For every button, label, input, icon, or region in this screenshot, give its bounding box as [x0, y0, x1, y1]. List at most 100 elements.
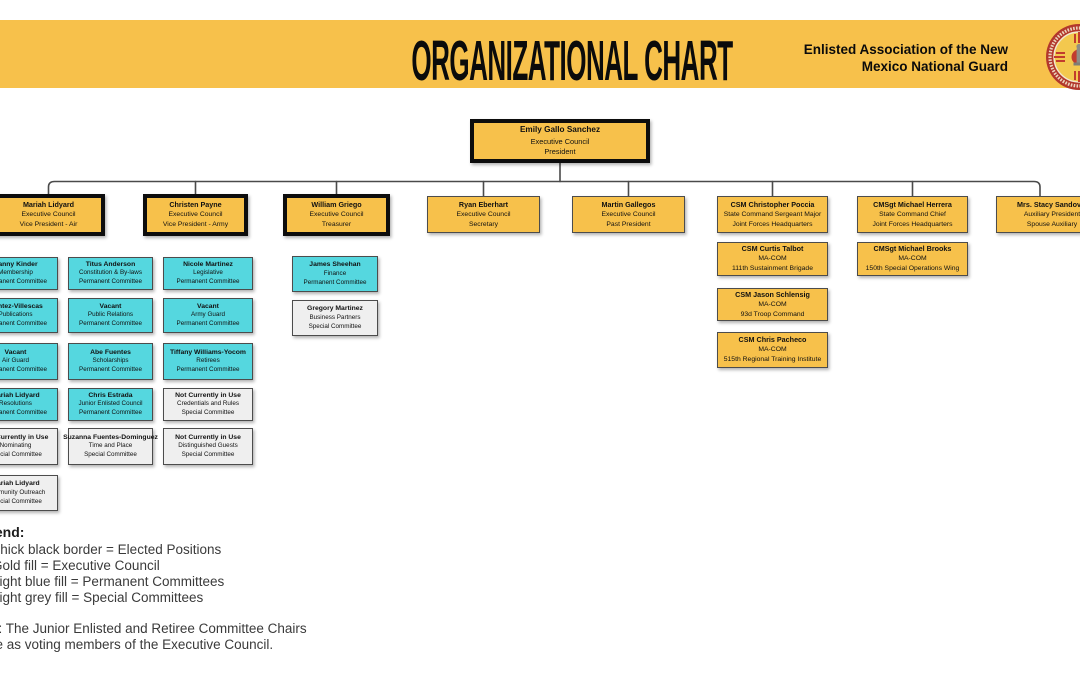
- role-label: Executive Council: [601, 210, 656, 218]
- role-label: Distinguished Guests: [178, 442, 238, 450]
- person-name: CMSgt Michael Brooks: [873, 244, 952, 254]
- person-name: Gregory Martinez: [307, 305, 363, 313]
- committee-type-label: President: [544, 147, 576, 157]
- minuteman-statue-icon: [1073, 43, 1080, 66]
- role-label: Public Relations: [87, 311, 134, 319]
- person-name: Danny Kinder: [0, 260, 38, 268]
- committee-type-label: Permanent Committee: [79, 278, 142, 286]
- role-label: Nominating: [0, 442, 32, 450]
- person-name: Not Currently in Use: [175, 391, 241, 399]
- person-name: Mrs. Stacy Sandoval: [1017, 199, 1080, 209]
- person-name: Abe Fuentes: [90, 348, 131, 356]
- committee-type-label: Special Committee: [0, 497, 42, 505]
- person-name: Titus Anderson: [85, 260, 136, 268]
- person-name: Ryan Eberhart: [458, 199, 509, 209]
- role-label: MA-COM: [758, 346, 787, 354]
- org-box-nominating: Not Currently in UseNominatingSpecial Co…: [0, 428, 58, 465]
- committee-type-label: Permanent Committee: [303, 278, 367, 286]
- role-label: Business Partners: [309, 313, 361, 321]
- role-label: Scholarships: [92, 357, 129, 365]
- role-label: Legislative: [193, 269, 223, 277]
- legend-item-gold: Gold fill = Executive Council: [0, 558, 160, 573]
- committee-type-label: Permanent Committee: [79, 320, 142, 328]
- person-name: CMSgt Michael Herrera: [873, 199, 952, 209]
- legend: Legend: Thick black border = Elected Pos…: [0, 524, 224, 606]
- committee-type-label: Permanent Committee: [0, 409, 47, 417]
- committee-type-label: Permanent Committee: [79, 366, 142, 374]
- org-box-publications: Montez-VillescasPublicationsPermanent Co…: [0, 298, 58, 333]
- role-label: Publications: [0, 311, 33, 319]
- committee-type-label: Past President: [606, 220, 651, 228]
- person-name: Christen Payne: [169, 200, 222, 210]
- person-name: Mariah Lidyard: [0, 480, 40, 488]
- role-label: Executive Council: [530, 136, 590, 146]
- person-name: Nicole Martinez: [183, 260, 233, 268]
- role-label: Retirees: [196, 357, 220, 365]
- org-box-community-outreach: Mariah LidyardCommunity OutreachSpecial …: [0, 475, 58, 511]
- person-name: Vacant: [197, 302, 219, 310]
- legend-heading: Legend:: [0, 524, 25, 540]
- person-name: Chris Estrada: [88, 391, 133, 399]
- role-label: MA-COM: [758, 255, 787, 263]
- person-name: James Sheehan: [309, 261, 361, 269]
- role-label: Executive Council: [21, 211, 76, 219]
- page-title: ORGANIZATIONAL CHART: [411, 30, 733, 93]
- role-label: Executive Council: [309, 211, 364, 219]
- organization-name: Enlisted Association of the New Mexico N…: [804, 41, 1008, 75]
- committee-type-label: Treasurer: [321, 221, 352, 229]
- committee-type-label: Vice President - Air: [19, 221, 78, 229]
- person-name: Emily Gallo Sanchez: [519, 125, 601, 135]
- header-band: [0, 20, 1080, 88]
- person-name: Suzanna Fuentes-Dominguez: [63, 433, 158, 441]
- footnote-line1: Note: The Junior Enlisted and Retiree Co…: [0, 621, 307, 636]
- committee-type-label: 93d Troop Command: [740, 310, 805, 318]
- role-label: Finance: [323, 269, 347, 277]
- role-label: Membership: [0, 269, 33, 277]
- role-label: Community Outreach: [0, 488, 46, 496]
- role-label: State Command Sergeant Major: [723, 210, 822, 218]
- role-label: Air Guard: [2, 357, 29, 365]
- role-label: Army Guard: [191, 311, 225, 319]
- person-name: CSM Chris Pacheco: [738, 335, 807, 345]
- legend-item-elected: Thick black border = Elected Positions: [0, 542, 222, 557]
- footnote-line2: serve as voting members of the Executive…: [0, 637, 274, 652]
- role-label: Auxiliary President: [1023, 210, 1080, 218]
- zia-symbol-icon: [1054, 32, 1080, 82]
- person-name: Not Currently in Use: [175, 433, 241, 441]
- role-label: Resolutions: [0, 400, 32, 408]
- committee-type-label: Permanent Committee: [0, 278, 47, 286]
- committee-type-label: Special Committee: [0, 451, 42, 459]
- committee-type-label: Special Committee: [308, 322, 362, 330]
- org-box-resolutions: Mariah LidyardResolutionsPermanent Commi…: [0, 388, 58, 421]
- role-label: MA-COM: [758, 300, 787, 308]
- committee-type-label: 515th Regional Training Institute: [723, 356, 822, 364]
- committee-type-label: Permanent Committee: [0, 366, 47, 374]
- person-name: Mariah Lidyard: [22, 200, 75, 210]
- organization-name-line2: Mexico National Guard: [861, 59, 1008, 74]
- committee-type-label: Special Committee: [181, 451, 235, 459]
- role-label: Executive Council: [456, 210, 511, 218]
- committee-type-label: 150th Special Operations Wing: [865, 265, 960, 273]
- committee-type-label: Permanent Committee: [176, 366, 240, 374]
- role-label: Time and Place: [88, 442, 133, 450]
- committee-type-label: Special Committee: [181, 409, 235, 417]
